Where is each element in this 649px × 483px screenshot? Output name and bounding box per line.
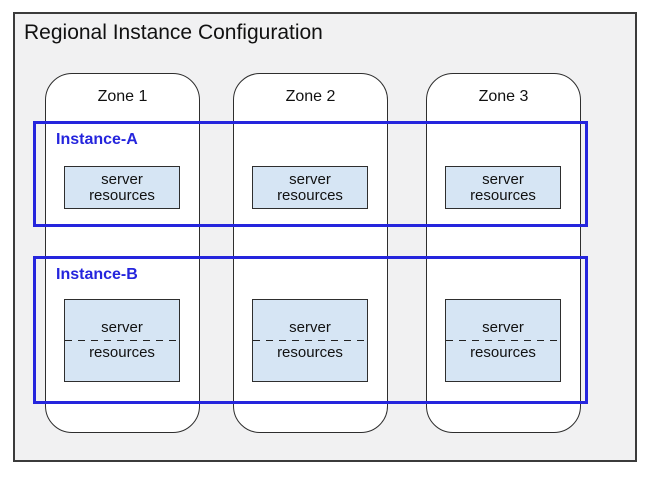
server-box-line1: server	[482, 170, 524, 188]
server-box-instance-a-zone-3: server resources	[445, 166, 561, 209]
dashed-divider	[65, 340, 179, 341]
server-box-instance-b-zone-2: server resources	[252, 299, 368, 382]
server-box-line2: resources	[277, 344, 343, 361]
server-box-instance-a-zone-1: server resources	[64, 166, 180, 209]
zone-3-label: Zone 3	[478, 88, 529, 105]
server-box-instance-a-zone-2: server resources	[252, 166, 368, 209]
zone-1-label: Zone 1	[97, 88, 148, 105]
server-box-line1: server	[289, 170, 331, 188]
server-box-instance-b-zone-3: server resources	[445, 299, 561, 382]
server-box-line1: server	[482, 319, 524, 336]
region-frame: Regional Instance Configuration Zone 1 Z…	[13, 12, 637, 462]
server-box-line2: resources	[89, 344, 155, 361]
server-box-instance-b-zone-1: server resources	[64, 299, 180, 382]
dashed-divider	[253, 340, 367, 341]
diagram-title: Regional Instance Configuration	[24, 21, 323, 44]
server-box-line2: resources	[277, 186, 343, 204]
server-box-line2: resources	[470, 344, 536, 361]
server-box-line1: server	[101, 319, 143, 336]
dashed-divider	[446, 340, 560, 341]
server-box-line2: resources	[89, 186, 155, 204]
server-box-line2: resources	[470, 186, 536, 204]
zone-2-label: Zone 2	[285, 88, 336, 105]
server-box-line1: server	[289, 319, 331, 336]
server-box-line1: server	[101, 170, 143, 188]
